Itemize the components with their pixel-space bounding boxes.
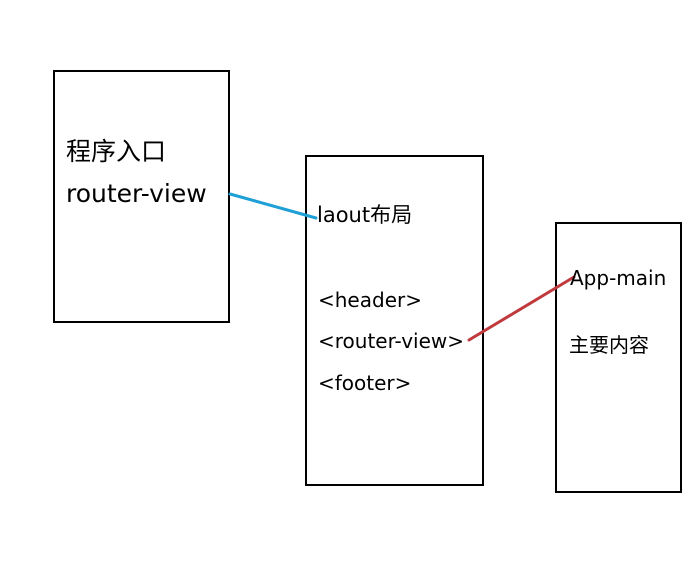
app-main-subtitle: 主要内容 [569, 333, 649, 357]
app-main-title: App-main [570, 266, 667, 290]
entry-box-title: 程序入口 [66, 137, 167, 166]
layout-item-footer: <footer> [318, 371, 412, 395]
app-main-box [555, 222, 682, 493]
layout-item-header: <header> [318, 288, 422, 312]
entry-box-subtitle: router-view [66, 179, 207, 208]
layout-item-router-view: <router-view> [318, 329, 465, 353]
connector-entry-to-layout [228, 192, 318, 220]
layout-box-title: laout布局 [317, 203, 413, 227]
